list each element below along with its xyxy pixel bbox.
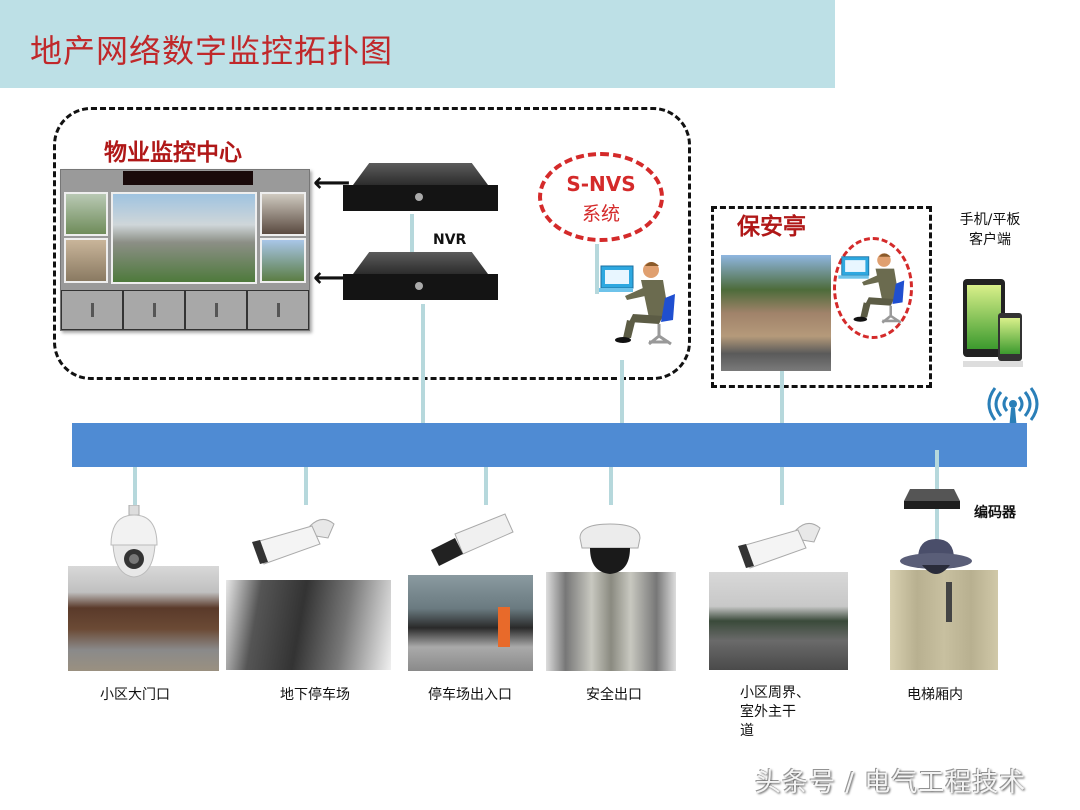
screen-left-top — [64, 192, 108, 236]
link-parking — [304, 467, 308, 505]
nvr-to-network-line — [421, 304, 425, 424]
screen-right-bottom — [260, 238, 306, 283]
barrier-gate — [498, 607, 510, 647]
endpoint-label-parking: 地下停车场 — [280, 687, 350, 703]
guard-to-network-line — [780, 371, 784, 424]
page-title: 地产网络数字监控拓扑图 — [30, 32, 394, 70]
exit-photo — [546, 572, 676, 671]
control-center-group — [53, 107, 691, 380]
guard-booth-photo — [721, 255, 831, 371]
watermark: 头条号 / 电气工程技术 — [755, 768, 1027, 798]
box-camera-icon — [431, 513, 514, 566]
snvs-subtitle: 系统 — [581, 203, 620, 225]
snvs-title: S-NVS — [566, 172, 636, 196]
bullet-camera-icon — [738, 523, 821, 569]
endpoint-label-elevator: 电梯厢内 — [907, 687, 963, 703]
cabinet — [61, 290, 123, 330]
gate-photo — [68, 566, 219, 671]
screen-left-bottom — [64, 238, 108, 283]
snvs-link-line — [595, 244, 599, 294]
led-banner — [123, 171, 253, 185]
screen-main — [111, 192, 257, 284]
guard-operator-icon — [838, 253, 905, 324]
link-parking-entrance — [484, 467, 488, 505]
guard-booth-label: 保安亭 — [737, 214, 806, 240]
header-band — [0, 0, 835, 88]
elevator-panel — [946, 582, 952, 622]
mobile-client-label: 手机/平板 客户端 — [959, 212, 1021, 248]
link-perimeter — [780, 467, 784, 505]
nvr-unit-top — [343, 163, 498, 215]
bullet-camera-icon — [252, 519, 335, 565]
operator-to-network-line — [620, 360, 624, 424]
snvs-highlight-ring — [538, 152, 664, 242]
endpoint-label-exit: 安全出口 — [586, 687, 642, 703]
cabinet — [185, 290, 247, 330]
link-exit — [609, 467, 613, 505]
parking-photo — [226, 580, 391, 670]
network-backbone-bar — [72, 423, 1027, 467]
encoder-icon — [904, 489, 960, 509]
control-center-label: 物业监控中心 — [104, 140, 242, 166]
cabinet — [247, 290, 309, 330]
operator-workstation-icon — [597, 262, 675, 346]
parking-entrance-photo — [408, 575, 533, 671]
nvr-label: NVR — [433, 232, 467, 248]
link-gate — [133, 467, 137, 505]
endpoint-label-parking-entrance: 停车场出入口 — [428, 687, 512, 703]
guard-operator-ring — [833, 237, 913, 339]
guard-booth-group — [711, 206, 932, 388]
screen-right-top — [260, 192, 306, 236]
perimeter-photo — [709, 572, 848, 670]
dome-camera-icon — [579, 523, 641, 574]
endpoint-label-perimeter: 小区周界、 室外主干 道 — [740, 685, 810, 739]
dome-ptz-camera-icon — [110, 505, 158, 578]
nvr-unit-bottom — [343, 252, 498, 304]
cabinet — [123, 290, 185, 330]
elevator-photo — [890, 570, 998, 670]
nvr-link-line — [410, 214, 414, 254]
tablet-phone-icon — [963, 279, 1023, 367]
elevator-dome-camera-icon — [900, 539, 972, 574]
encoder-label: 编码器 — [974, 505, 1016, 521]
cabinet-row — [61, 290, 309, 330]
endpoint-label-gate: 小区大门口 — [100, 687, 170, 703]
